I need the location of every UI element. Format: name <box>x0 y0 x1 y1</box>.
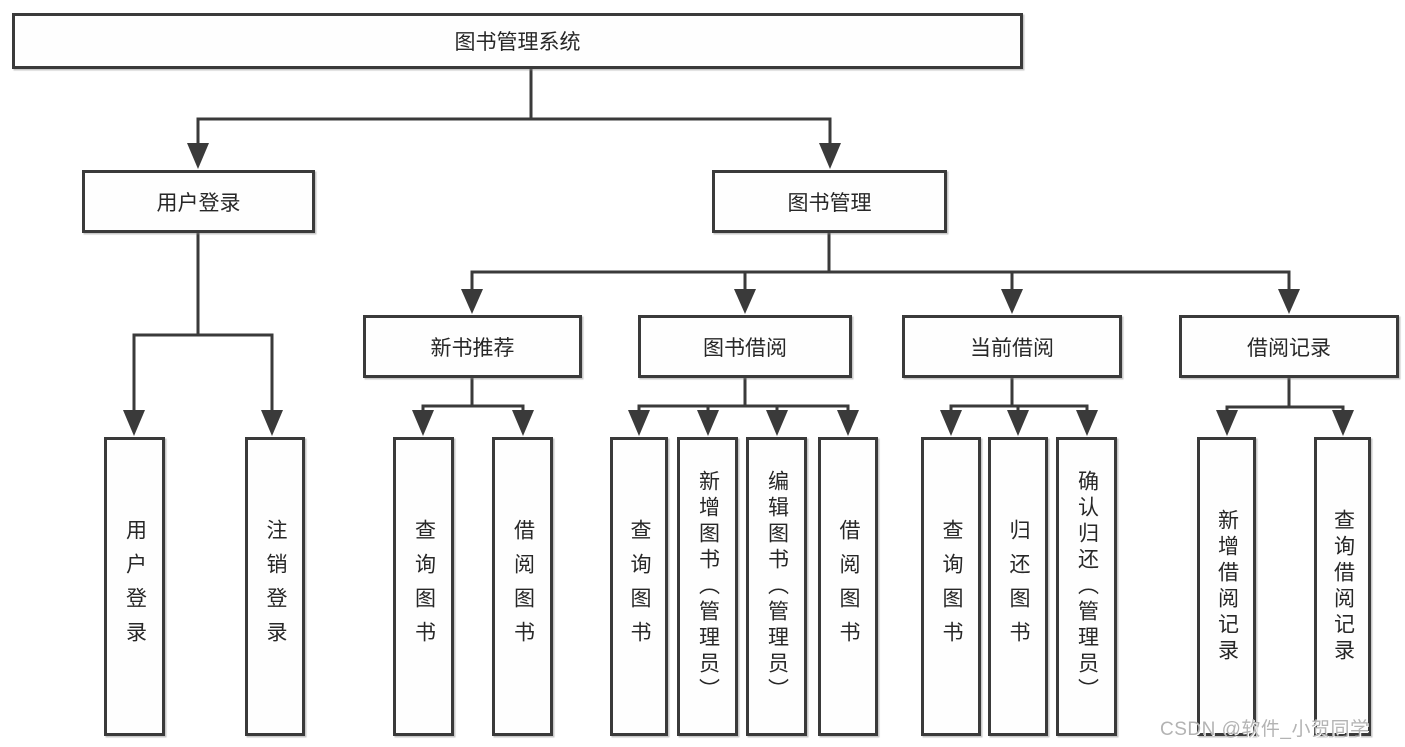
node-leaf-user-login: 用户登录 <box>104 437 165 736</box>
node-current-borrowing: 当前借阅 <box>902 315 1122 378</box>
node-label: 新增借阅记录 <box>1215 508 1239 665</box>
node-label: 用户登录 <box>156 191 241 215</box>
node-label: 图书借阅 <box>703 336 787 360</box>
node-leaf-logout: 注销登录 <box>245 437 305 736</box>
node-label: 新增图书（管理员） <box>696 469 720 704</box>
node-leaf-query-books-3: 查询图书 <box>921 437 981 736</box>
node-label: 借阅图书 <box>837 518 861 655</box>
node-label: 当前借阅 <box>970 336 1054 360</box>
node-label: 图书管理 <box>787 191 872 215</box>
node-label: 图书管理系统 <box>454 31 581 54</box>
node-book-borrowing: 图书借阅 <box>638 315 852 378</box>
node-leaf-add-borrow-record: 新增借阅记录 <box>1197 437 1256 736</box>
node-label: 编辑图书（管理员） <box>765 469 789 704</box>
node-label: 归还图书 <box>1007 518 1031 655</box>
csdn-watermark: CSDN @软件_小贺同学 <box>1160 719 1370 740</box>
node-leaf-borrow-books-1: 借阅图书 <box>492 437 553 736</box>
node-leaf-query-books-1: 查询图书 <box>393 437 454 736</box>
node-label: 注销登录 <box>264 518 288 655</box>
node-label: 查询图书 <box>940 518 964 655</box>
node-leaf-confirm-return-admin: 确认归还（管理员） <box>1056 437 1117 736</box>
node-label: 查询图书 <box>412 518 436 655</box>
node-leaf-borrow-books-2: 借阅图书 <box>818 437 878 736</box>
node-label: 借阅图书 <box>511 518 535 655</box>
node-label: 借阅记录 <box>1247 336 1331 360</box>
node-borrow-records: 借阅记录 <box>1179 315 1399 378</box>
node-leaf-query-books-2: 查询图书 <box>610 437 668 736</box>
node-label: 确认归还（管理员） <box>1075 469 1099 704</box>
node-book-management: 图书管理 <box>712 170 947 233</box>
node-label: 新书推荐 <box>430 336 515 360</box>
node-leaf-edit-book-admin: 编辑图书（管理员） <box>746 437 807 736</box>
node-library-management-system: 图书管理系统 <box>12 13 1023 69</box>
node-label: 查询借阅记录 <box>1331 508 1355 665</box>
node-new-book-recommend: 新书推荐 <box>363 315 582 378</box>
node-leaf-return-book: 归还图书 <box>988 437 1048 736</box>
node-leaf-add-book-admin: 新增图书（管理员） <box>677 437 738 736</box>
node-label: 查询图书 <box>628 518 652 655</box>
node-leaf-query-borrow-record: 查询借阅记录 <box>1314 437 1371 736</box>
node-user-login: 用户登录 <box>82 170 315 233</box>
node-label: 用户登录 <box>123 518 147 655</box>
